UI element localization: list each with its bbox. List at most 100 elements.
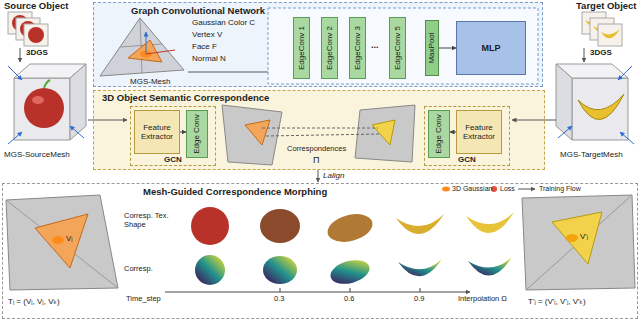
row-label: Corresp. Tex. Shape (124, 212, 170, 229)
row-label: Corresp. (124, 265, 153, 274)
tick-label: 0.3 (274, 295, 284, 304)
source-views (28, 27, 44, 43)
morph-triangle-target (552, 212, 602, 264)
edgeconv-layer: EdgeConv 3 (349, 17, 366, 79)
correspondence-sketch (318, 170, 319, 182)
mesh-label: MGS-SourceMesh (4, 150, 70, 159)
target-gs-mesh (618, 66, 632, 80)
target-gs-mesh (572, 78, 628, 140)
loss-label: Lalign (323, 171, 344, 180)
correspondence-sketch (262, 128, 378, 129)
mlp-block: MLP (456, 21, 526, 75)
source-gs-mesh (8, 64, 127, 144)
correspondence-label: Correspondences (287, 145, 346, 154)
correspondence-sketch (355, 105, 415, 162)
panel-title: Mesh-Guided Correspondence Morphing (143, 186, 327, 197)
edgeconv-layer: Edge Conv (428, 110, 450, 158)
box-label: Edge Conv (435, 114, 443, 154)
panel-fill (2, 183, 638, 319)
panel-fill (2, 2, 638, 319)
feature-extractor: Feature Extractor (134, 110, 180, 154)
box-label: Feature Extractor (138, 123, 176, 141)
gcn-mesh-sketch (128, 40, 162, 62)
morph-triangle-source (6, 200, 118, 288)
target-gs-mesh (512, 120, 556, 121)
target-gs-mesh (578, 94, 624, 120)
mesh-label: MGS-Mesh (130, 77, 170, 86)
correspondence-sketch (222, 105, 415, 182)
correspondence-sketch (245, 120, 270, 145)
morph-sequence-correspondence (263, 256, 297, 284)
morph-triangle-target (566, 234, 578, 242)
legend-icon (442, 187, 450, 192)
source-gs-mesh (24, 88, 64, 128)
morph-triangle-target (522, 195, 635, 290)
gcn-mesh-sketch (100, 18, 288, 76)
interpolation-axis (165, 288, 470, 292)
correspondence-sketch (372, 120, 395, 145)
edgeconv-layer: EdgeConv 5 (389, 17, 406, 79)
edgeconv-layer: EdgeConv 2 (321, 17, 338, 79)
object-heading: Source Object (4, 1, 68, 12)
interpolation-axis (280, 288, 281, 292)
gcn-group: GCNEdge ConvFeature Extractor (424, 106, 510, 166)
attribute-label: Face F (192, 42, 217, 51)
source-views (24, 24, 48, 46)
morph-triangle-target (522, 195, 635, 290)
panel-fill (93, 90, 545, 170)
box-label: Edge Conv (193, 114, 201, 154)
process-label: 3DGS (590, 48, 612, 57)
legend-text: 3D Gaussian (452, 185, 492, 193)
axis-label: Time_step (126, 295, 161, 304)
box-label: EdgeConv 2 (326, 26, 334, 70)
source-gs-mesh (8, 66, 22, 80)
axis-label: Interpolation Ω (458, 295, 507, 304)
target-views (584, 48, 585, 62)
triangle-formula: T'ᵢ = (V'ᵢ, V'ⱼ, V'ₖ) (528, 297, 586, 306)
gcn-mesh-sketch (140, 18, 142, 73)
tick-label: 0.6 (344, 295, 354, 304)
maxpool-layer: MaxPool (425, 20, 439, 76)
target-views (601, 29, 620, 38)
gcn-group: GCNFeature ExtractorEdge Conv (130, 106, 216, 166)
edgeconv-layer: Edge Conv (186, 110, 208, 158)
interpolation-axis (350, 288, 351, 292)
ellipsis: ... (371, 40, 379, 50)
legend-text: Loss (500, 185, 515, 193)
correspondence-sketch (222, 105, 282, 165)
source-gs-mesh (14, 78, 70, 140)
process-label: 3DGS (26, 48, 48, 57)
attribute-label: Vertex V (192, 30, 222, 39)
interpolation-axis (420, 288, 421, 292)
morph-sequence-correspondence (328, 256, 372, 288)
vertex-label: V'ᵢ (580, 232, 588, 241)
morph-sequence-texture (191, 207, 229, 245)
morph-sequence-correspondence (195, 255, 512, 288)
legend-icon (518, 189, 535, 190)
gcn-mesh-sketch (100, 18, 184, 76)
box-label: EdgeConv 5 (394, 26, 402, 70)
correspondence-symbol: Π (313, 155, 320, 165)
source-gs-mesh (44, 80, 50, 88)
morph-triangle-source (52, 236, 64, 244)
morph-sequence-correspondence (468, 257, 512, 276)
legend-text: Training Flow (539, 185, 581, 193)
gcn-mesh-sketch (146, 50, 175, 54)
correspondence-sketch (266, 134, 380, 136)
attribute-label: Gaussian Color C (192, 18, 255, 27)
morph-sequence-texture (260, 209, 300, 243)
feature-extractor: Feature Extractor (456, 110, 502, 154)
morph-sequence-texture (396, 214, 444, 234)
target-gs-mesh (558, 126, 572, 138)
source-gs-mesh (32, 96, 44, 104)
panel-fill (93, 2, 543, 87)
morph-sequence-correspondence (398, 259, 442, 276)
gcn-mesh-sketch (146, 32, 147, 54)
source-views (8, 12, 48, 62)
morph-sequence-texture (324, 209, 375, 246)
morph-sequence-texture (466, 212, 514, 233)
target-views (582, 12, 622, 62)
source-views (20, 48, 21, 62)
